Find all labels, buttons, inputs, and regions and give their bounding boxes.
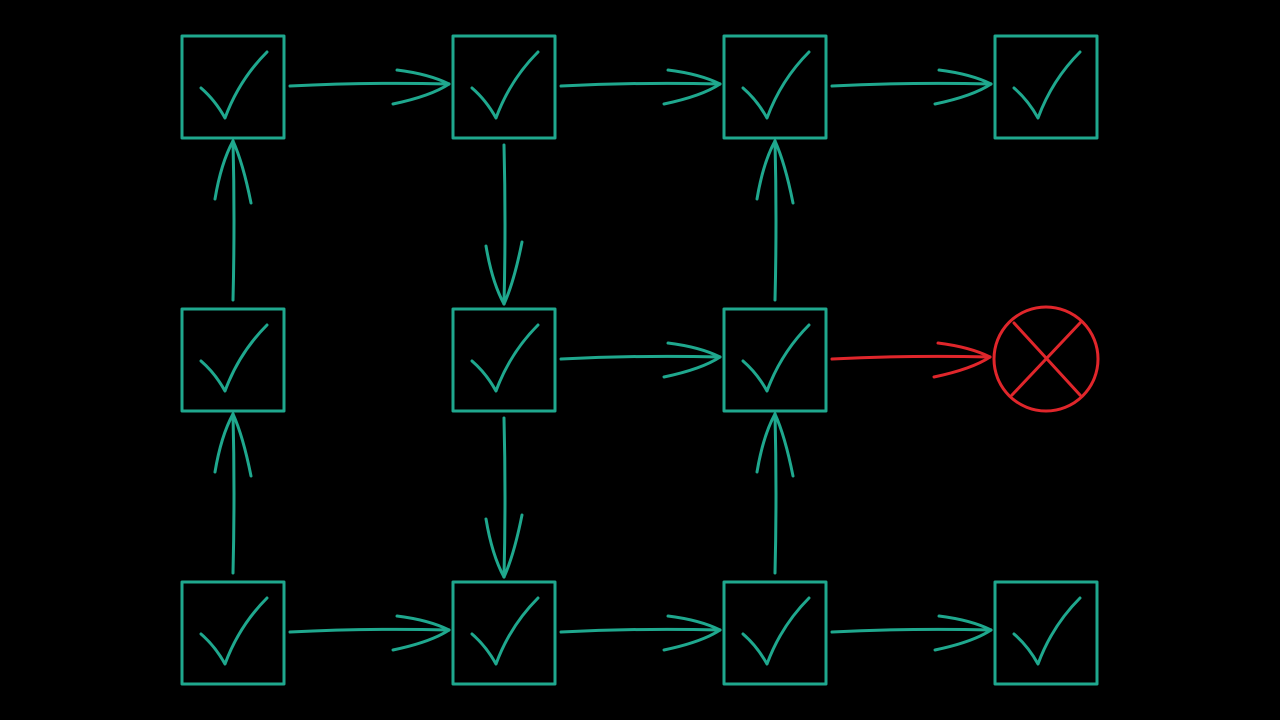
checkmark-icon <box>199 50 269 120</box>
node-box-outline <box>451 34 557 140</box>
arrow-r1c1-to-r1c2 <box>288 68 451 106</box>
arrow-shaft <box>559 81 722 88</box>
arrow-shaft <box>830 627 993 634</box>
node-box-r2c1 <box>180 307 286 413</box>
node-box-r3c2 <box>451 580 557 686</box>
arrow-shaft <box>773 412 778 575</box>
node-box-outline <box>722 34 828 140</box>
arrowhead-stroke <box>755 139 777 201</box>
node-box-r3c3 <box>722 580 828 686</box>
arrow-r1c2-to-r2c2 <box>484 143 524 306</box>
edges-layer <box>213 68 993 652</box>
checkmark-icon <box>741 323 811 393</box>
arrow-r2c3-to-r1c3 <box>755 139 795 302</box>
arrowhead-stroke <box>662 355 722 379</box>
arrowhead-stroke <box>231 412 253 478</box>
node-box-r1c1 <box>180 34 286 140</box>
node-box-r2c2 <box>451 307 557 413</box>
arrowhead-stroke <box>502 240 524 306</box>
arrowhead-stroke <box>391 82 451 106</box>
node-box-r3c4 <box>993 580 1099 686</box>
arrow-shaft <box>288 627 451 634</box>
arrow-r1c2-to-r1c3 <box>559 68 722 106</box>
arrow-r3c3-to-r2c3 <box>755 412 795 575</box>
nodes-layer <box>180 34 1100 686</box>
checkmark-icon <box>1012 596 1082 666</box>
arrow-r3c3-to-r3c4 <box>830 614 993 652</box>
checkmark-icon <box>470 323 540 393</box>
arrowhead-stroke <box>666 341 722 359</box>
node-box-outline <box>180 580 286 686</box>
arrowhead-stroke <box>231 139 253 205</box>
arrow-shaft <box>830 81 993 88</box>
arrowhead-stroke <box>213 412 235 474</box>
checkmark-icon <box>741 596 811 666</box>
arrow-r3c1-to-r2c1 <box>213 412 253 575</box>
failure-circle <box>992 305 1100 413</box>
arrow-r3c1-to-r3c2 <box>288 614 451 652</box>
arrowhead-stroke <box>484 244 506 306</box>
arrowhead-stroke <box>484 517 506 579</box>
arrowhead-stroke <box>937 68 993 86</box>
arrowhead-stroke <box>662 82 722 106</box>
node-box-r1c4 <box>993 34 1099 140</box>
arrowhead-stroke <box>662 628 722 652</box>
arrow-shaft <box>559 354 722 361</box>
node-box-outline <box>722 307 828 413</box>
arrowhead-stroke <box>773 139 795 205</box>
checkmark-icon <box>470 50 540 120</box>
arrowhead-stroke <box>933 82 993 106</box>
arrowhead-stroke <box>666 614 722 632</box>
node-box-r1c3 <box>722 34 828 140</box>
node-box-r2c3 <box>722 307 828 413</box>
arrow-shaft <box>231 412 236 575</box>
checkmark-icon <box>199 323 269 393</box>
checkmark-icon <box>199 596 269 666</box>
arrow-r2c1-to-r1c1 <box>213 139 253 302</box>
arrow-r2c2-to-r3c2 <box>484 416 524 579</box>
arrow-shaft <box>559 627 722 634</box>
node-box-outline <box>722 580 828 686</box>
node-box-outline <box>451 307 557 413</box>
arrowhead-stroke <box>937 614 993 632</box>
arrowhead-stroke <box>773 412 795 478</box>
node-box-outline <box>180 307 286 413</box>
arrowhead-stroke <box>395 68 451 86</box>
checkmark-icon <box>741 50 811 120</box>
node-box-outline <box>180 34 286 140</box>
checkmark-icon <box>1012 50 1082 120</box>
arrowhead-stroke <box>933 628 993 652</box>
arrow-shaft <box>502 143 507 306</box>
node-box-outline <box>993 580 1099 686</box>
arrowhead-stroke <box>755 412 777 474</box>
arrowhead-stroke <box>666 68 722 86</box>
arrowhead-stroke <box>391 628 451 652</box>
arrowhead-stroke <box>213 139 235 201</box>
arrow-r3c2-to-r3c3 <box>559 614 722 652</box>
node-box-r3c1 <box>180 580 286 686</box>
arrow-shaft <box>830 354 992 361</box>
arrow-r1c3-to-r1c4 <box>830 68 993 106</box>
node-box-outline <box>993 34 1099 140</box>
arrowhead-stroke <box>936 341 992 359</box>
arrowhead-stroke <box>502 513 524 579</box>
arrowhead-stroke <box>932 355 992 379</box>
checkmark-icon <box>470 596 540 666</box>
arrow-shaft <box>231 139 236 302</box>
failure-arrow-r2c3-to-r2c4 <box>830 341 992 379</box>
arrow-shaft <box>773 139 778 302</box>
x-circle-icon <box>1010 321 1082 397</box>
arrow-r2c2-to-r2c3 <box>559 341 722 379</box>
arrow-shaft <box>288 81 451 88</box>
failure-node-r2c4 <box>992 305 1100 413</box>
node-box-outline <box>451 580 557 686</box>
arrow-shaft <box>502 416 507 579</box>
node-box-r1c2 <box>451 34 557 140</box>
arrowhead-stroke <box>395 614 451 632</box>
